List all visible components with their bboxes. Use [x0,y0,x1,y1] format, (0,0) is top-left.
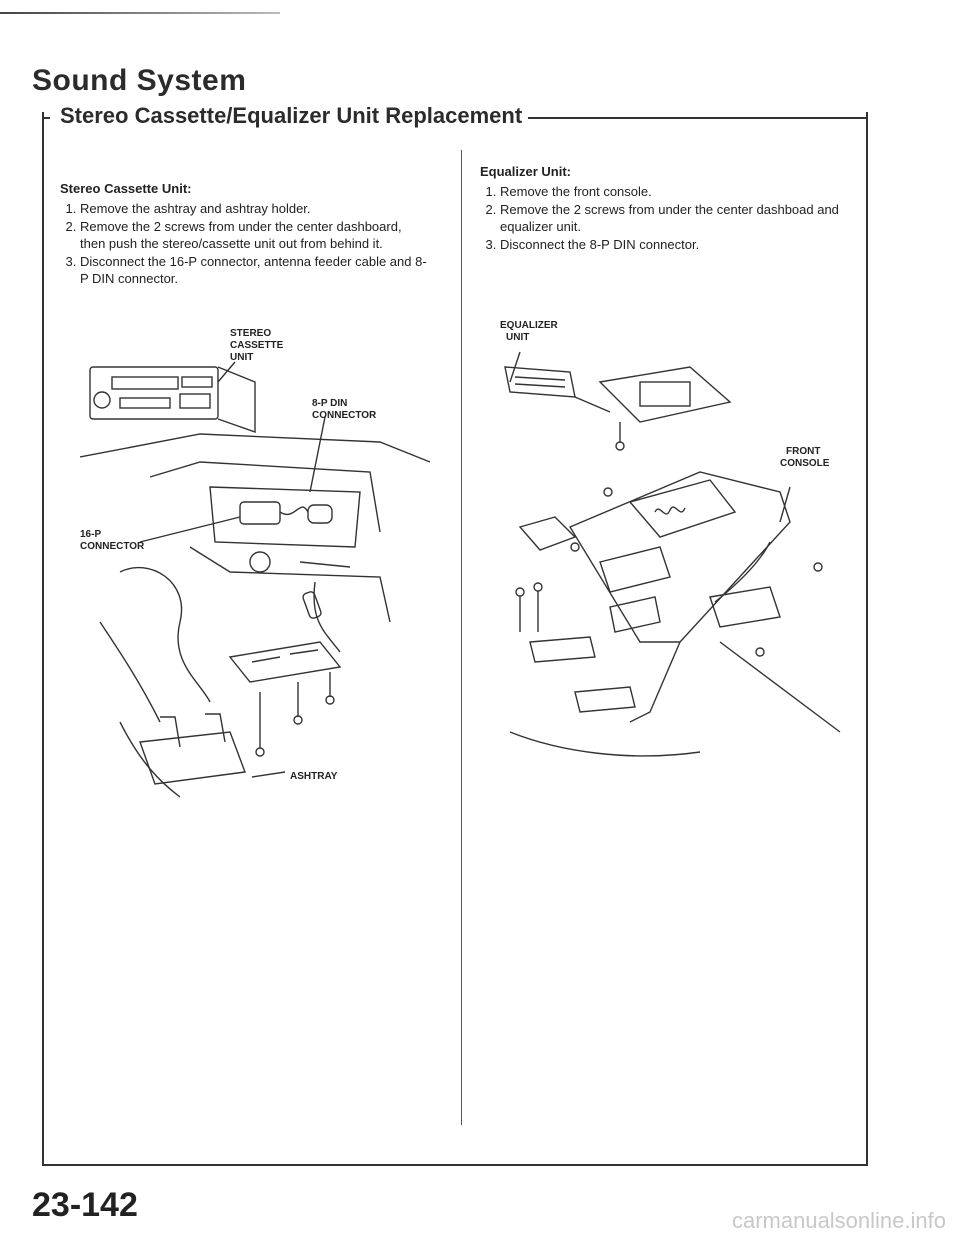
header-rule [0,12,280,14]
front-console-shape [568,471,791,643]
console-cup [609,596,661,633]
screw-leader [519,591,539,632]
step-item: Remove the front console. [500,183,850,200]
p16-callout: CONNECTOR [80,541,145,552]
floor-bracket [574,686,636,713]
equalizer-leader [509,351,521,383]
mount-bracket [598,366,732,423]
floor-bracket [529,636,596,663]
stereo-callout: CASSETTE [230,340,284,351]
control-buttons [179,393,211,409]
antenna-plug [302,591,322,619]
console-tail [629,641,681,723]
screw-icon [570,542,580,552]
screw-icon [515,587,525,597]
column-divider [461,150,462,1125]
panel-line [299,561,351,568]
console-edge [99,621,161,723]
equalizer-callout: UNIT [506,332,529,343]
screw-icon [293,715,303,725]
bracket-window [639,381,691,407]
unit-bracket [574,396,611,413]
stereo-cassette-illustration: STEREO CASSETTE UNIT 8-P DIN CONNECTOR 1… [80,322,440,802]
stereo-diagram: STEREO CASSETTE UNIT 8-P DIN CONNECTOR 1… [80,328,431,798]
equalizer-unit-shape [504,366,576,398]
floor-line [119,721,181,798]
page-number: 23-142 [32,1186,138,1224]
stereo-callout: STEREO [230,328,271,339]
equalizer-sliders [514,376,566,388]
frame-top-right [520,117,866,119]
volume-knob [93,391,111,409]
console-tray [599,546,671,593]
vent-louvers [654,506,686,515]
console-vent-panel [628,479,737,538]
stereo-unit-shape [89,366,219,420]
wire-harness [279,506,309,515]
preset-buttons [119,397,171,409]
screw-icon [603,487,613,497]
din-connector-shape [307,504,333,524]
stereo-heading: Stereo Cassette Unit: [60,181,192,196]
stereo-leader [217,361,236,383]
connector-bay [209,486,361,548]
dash-cavity [149,461,381,533]
watermark: carmanualsonline.info [731,1208,946,1233]
console-callout: CONSOLE [780,458,830,469]
equalizer-steps: Remove the front console. Remove the 2 s… [480,183,850,253]
shift-boot [719,641,841,733]
section-title: Sound System [32,64,247,97]
step-item: Remove the ashtray and ashtray holder. [80,200,430,217]
p16-connector-shape [239,501,281,525]
frame-top-left [42,117,50,119]
p16-leader [139,516,241,543]
procedure-title: Stereo Cassette/Equalizer Unit Replaceme… [54,103,529,129]
screw-icon [813,562,823,572]
screw-icon [255,747,265,757]
step-item: Remove the 2 screws from under the cente… [500,201,850,235]
stereo-instructions: Stereo Cassette Unit: Remove the ashtray… [60,180,430,288]
floor-line [509,731,701,757]
step-item: Disconnect the 16-P connector, antenna f… [80,253,430,287]
content-frame [42,112,868,1166]
din-callout: 8-P DIN [312,398,347,409]
equalizer-instructions: Equalizer Unit: Remove the front console… [480,163,850,254]
cassette-slot [111,376,179,390]
screw-icon [325,695,335,705]
din-leader [309,416,326,493]
step-item: Remove the 2 screws from under the cente… [80,218,430,252]
side-bracket [709,586,781,628]
screw-icon [533,582,543,592]
ashtray-hinge [160,713,226,748]
equalizer-callout: EQUALIZER [500,320,559,331]
ashtray-leader [251,771,286,778]
din-callout: CONNECTOR [312,410,377,421]
screw-icon [615,441,625,451]
tuner-display [181,376,213,388]
unit-side [217,366,256,433]
stereo-callout: UNIT [230,352,253,363]
ashtray-shape [139,731,246,785]
dash-edge [80,433,431,463]
vent-knob [249,551,271,573]
holder-tabs [251,649,319,663]
ashtray-callout: ASHTRAY [290,771,338,782]
p16-callout: 16-P [80,529,101,540]
center-panel [189,546,391,623]
screw-icon [755,647,765,657]
step-item: Disconnect the 8-P DIN connector. [500,236,850,253]
equalizer-diagram: EQUALIZER UNIT FRONT CONSOLE [500,320,841,757]
equalizer-heading: Equalizer Unit: [480,164,572,179]
wire-lead [714,541,771,603]
console-lid [518,516,577,551]
console-callout: FRONT [786,446,820,457]
stereo-steps: Remove the ashtray and ashtray holder. R… [60,200,430,287]
ashtray-holder [228,641,342,683]
console-leader [779,486,791,523]
shift-boot [119,567,211,703]
equalizer-illustration: EQUALIZER UNIT FRONT CONSOLE [480,312,850,772]
